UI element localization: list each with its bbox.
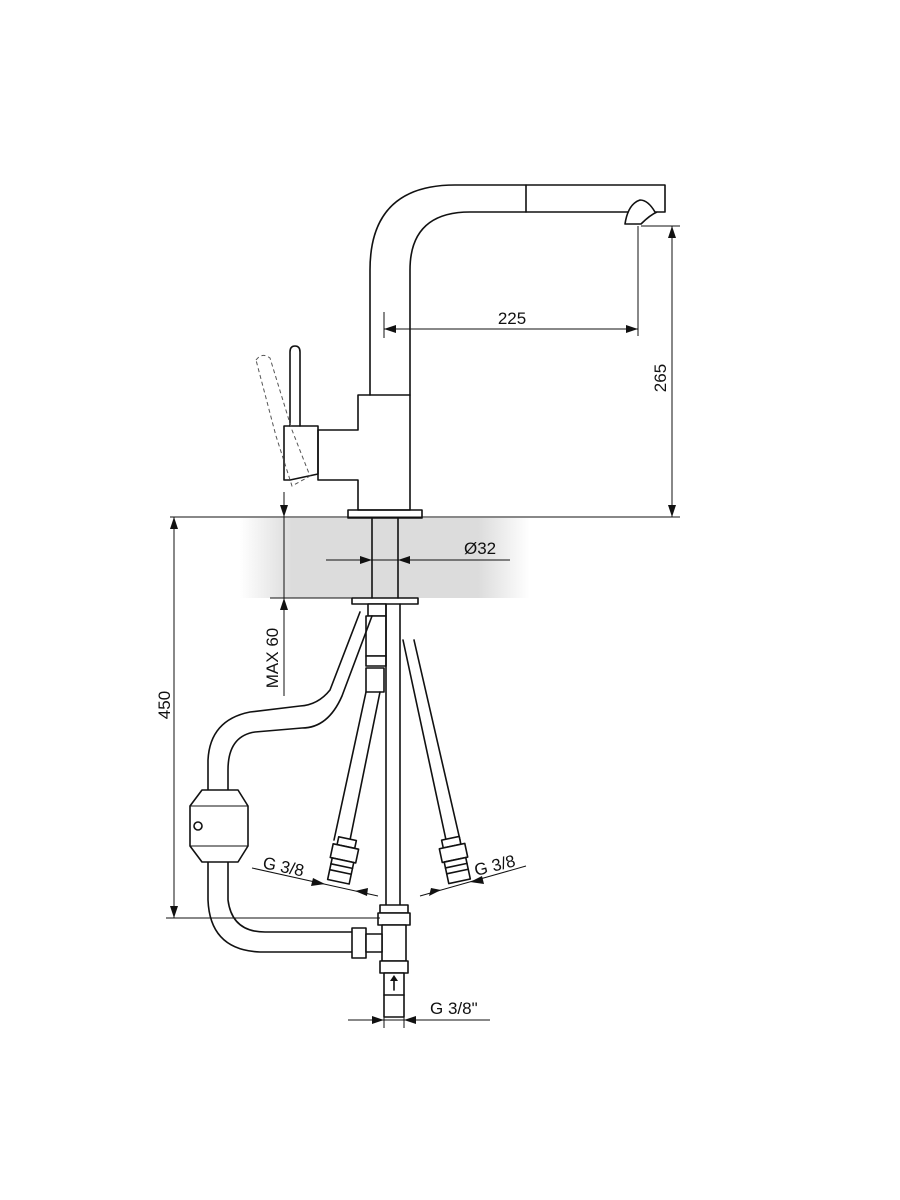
- dimension-450: 450: [155, 517, 380, 919]
- dimension-450-label: 450: [155, 691, 174, 719]
- handle-lever: [255, 345, 319, 487]
- hoses: [207, 603, 461, 953]
- left-thread-label: G 3/8: [261, 853, 306, 880]
- dimension-225: 225: [384, 226, 639, 336]
- outlet-thread-label: G 3/8": [430, 999, 478, 1018]
- countertop: [170, 516, 680, 598]
- dimension-max60-label: MAX 60: [263, 628, 282, 688]
- hose-fittings: [326, 835, 472, 885]
- dimension-diameter-label: Ø32: [464, 539, 496, 558]
- dimension-265: 265: [641, 225, 680, 517]
- dimension-right-thread: G 3/8: [419, 851, 527, 897]
- counterweight: [189, 789, 249, 863]
- dimension-diameter: Ø32: [326, 539, 510, 564]
- tee-valve: [351, 904, 411, 1018]
- faucet-body: [317, 394, 423, 519]
- right-thread-label: G 3/8: [472, 851, 517, 879]
- dimension-265-label: 265: [651, 364, 670, 392]
- dimension-225-label: 225: [498, 309, 526, 328]
- dimension-max60: MAX 60: [263, 492, 352, 696]
- faucet-spout: [369, 184, 666, 396]
- dimension-outlet-thread: G 3/8": [348, 999, 490, 1028]
- dimension-left-thread: G 3/8: [251, 853, 379, 897]
